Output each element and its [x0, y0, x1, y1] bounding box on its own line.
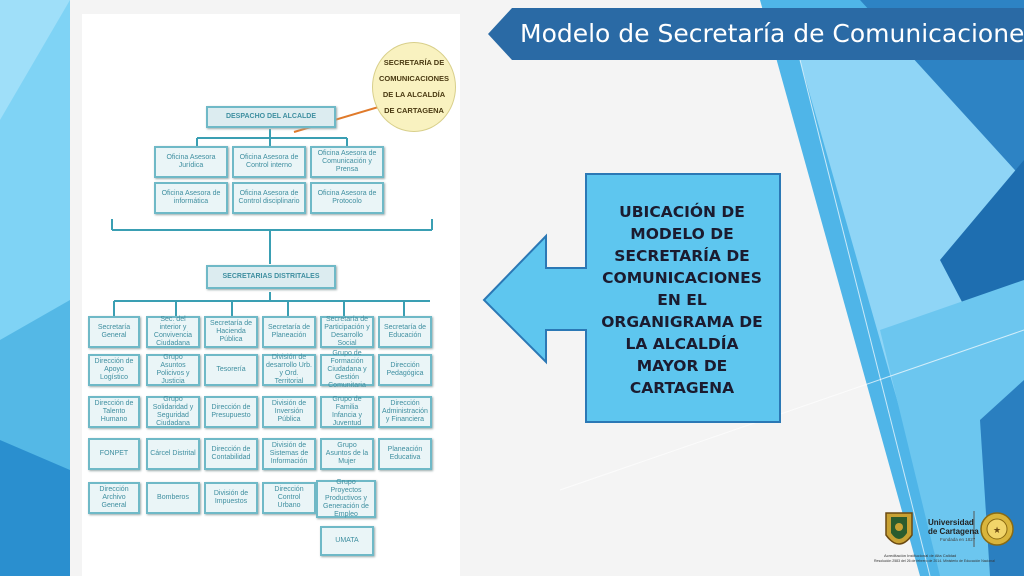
highlight-communications-secretariat: SECRETARÍA DE COMUNICACIONES DE LA ALCAL…	[372, 42, 456, 132]
org-box-unit: Grupo Asuntos de la Mujer	[320, 438, 374, 470]
org-box-unit: Dirección de Talento Humano	[88, 396, 140, 428]
org-box-unit: Secretaría de Educación	[378, 316, 432, 348]
org-box-unit: Secretaría General	[88, 316, 140, 348]
title-bar	[488, 8, 1024, 60]
logo-accreditation-2: Resolución 2583 del 26 de febrero de 201…	[874, 559, 995, 563]
org-box-unit: Dirección de Apoyo Logístico	[88, 354, 140, 386]
org-box-unit: Dirección Archivo General	[88, 482, 140, 514]
org-box-unit: Secretaría de Planeación	[262, 316, 316, 348]
org-box-unit: Cárcel Distrital	[146, 438, 200, 470]
org-box-advisory: Oficina Asesora de Protocolo	[310, 182, 384, 214]
logo-name-line2: de Cartagena	[928, 527, 979, 536]
org-box-unit: Dirección de Contabilidad	[204, 438, 258, 470]
org-box-unit: FONPET	[88, 438, 140, 470]
org-box-unit: División de Inversión Pública	[262, 396, 316, 428]
org-box-advisory: Oficina Asesora de informática	[154, 182, 228, 214]
org-box-unit: Dirección Administración y Financiera	[378, 396, 432, 428]
org-box-unit: División de Sistemas de Información	[262, 438, 316, 470]
org-box-unit: Dirección de Presupuesto	[204, 396, 258, 428]
org-box-unit: Grupo Asuntos Policivos y Justicia	[146, 354, 200, 386]
logo-name-line1: Universidad	[928, 518, 974, 527]
org-box-root: DESPACHO DEL ALCALDE	[206, 106, 336, 128]
svg-text:★: ★	[993, 525, 1001, 535]
callout-text: UBICACIÓN DE MODELO DE SECRETARÍA DE COM…	[601, 203, 763, 397]
university-logo: ★	[885, 511, 1014, 547]
org-box-unit: Dirección Control Urbano	[262, 482, 316, 514]
org-box-unit: División de Impuestos	[204, 482, 258, 514]
org-box-unit: Sec. del interior y Convivencia Ciudadan…	[146, 316, 200, 348]
org-box-unit: Grupo Solidaridad y Seguridad Ciudadana	[146, 396, 200, 428]
org-box-advisory: Oficina Asesora de Comunicación y Prensa	[310, 146, 384, 178]
org-box-unit: Grupo de Familia Infancia y Juventud	[320, 396, 374, 428]
org-box-unit: Grupo de Formación Ciudadana y Gestión C…	[320, 350, 374, 389]
org-chart-connectors	[111, 105, 433, 316]
org-box-advisory: Oficina Asesora de Control disciplinario	[232, 182, 306, 214]
org-box-district-header: SECRETARIAS DISTRITALES	[206, 265, 336, 289]
org-box-unit: División de desarrollo Urb. y Ord. Terri…	[262, 354, 316, 386]
org-chart-panel: SECRETARÍA DE COMUNICACIONES DE LA ALCAL…	[82, 14, 460, 576]
logo-founded: Fundada en 1827	[940, 537, 976, 542]
slide-title: Modelo de Secretaría de Comunicaciones	[520, 19, 1024, 48]
org-box-unit: Dirección Pedagógica	[378, 354, 432, 386]
org-box-unit: Secretaría de Participación y Desarrollo…	[320, 316, 374, 348]
org-box-advisory: Oficina Asesora Jurídica	[154, 146, 228, 178]
org-box-unit: Grupo Proyectos Productivos y Generación…	[316, 479, 376, 518]
org-box-advisory: Oficina Asesora de Control interno	[232, 146, 306, 178]
org-box-unit: UMATA	[320, 526, 374, 556]
logo-accreditation-1: Acreditación Institucional de Alta Calid…	[884, 553, 957, 558]
org-box-unit: Tesorería	[204, 354, 258, 386]
org-box-unit: Bomberos	[146, 482, 200, 514]
org-box-unit: Secretaría de Hacienda Pública	[204, 316, 258, 348]
org-box-unit: Planeación Educativa	[378, 438, 432, 470]
